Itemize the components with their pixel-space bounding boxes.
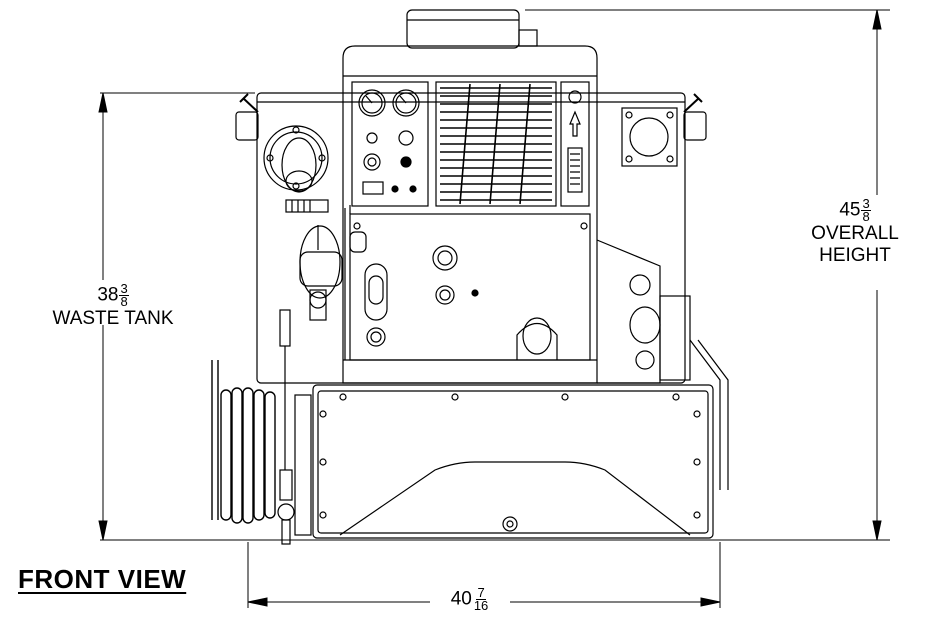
control-panel <box>351 81 429 207</box>
tank-inlet-port <box>263 125 329 193</box>
float-switch-bracket <box>285 199 329 213</box>
base-box <box>312 384 714 539</box>
overall-height-denominator: 8 <box>862 209 870 224</box>
quick-connect-fitting <box>277 309 312 545</box>
overall-width-whole: 40 <box>450 588 472 610</box>
dimension-lines <box>98 9 890 608</box>
overall-width-numerator: 7 <box>476 585 486 600</box>
waste-tank-denominator: 8 <box>120 294 128 309</box>
overall-height-caption-2: HEIGHT <box>819 245 891 266</box>
indicator-panel <box>560 81 590 207</box>
view-title: FRONT VIEW <box>18 564 187 594</box>
engine-front-plate <box>344 205 591 361</box>
waste-tank-numerator: 3 <box>119 281 129 296</box>
waste-tank-caption: WASTE TANK <box>52 308 174 329</box>
overall-width-denominator: 16 <box>473 598 489 613</box>
radiator-vent <box>435 81 557 207</box>
engine-top-cap <box>406 9 538 49</box>
overall-height-numerator: 3 <box>861 196 871 211</box>
overall-height-whole: 45 <box>839 199 861 221</box>
tank-access-plate <box>621 107 678 167</box>
filter-assembly <box>299 225 343 321</box>
waste-tank-whole: 38 <box>97 284 119 306</box>
hose-coil <box>211 360 276 524</box>
overall-height-caption-1: OVERALL <box>811 223 899 244</box>
pump-housing <box>596 239 729 490</box>
